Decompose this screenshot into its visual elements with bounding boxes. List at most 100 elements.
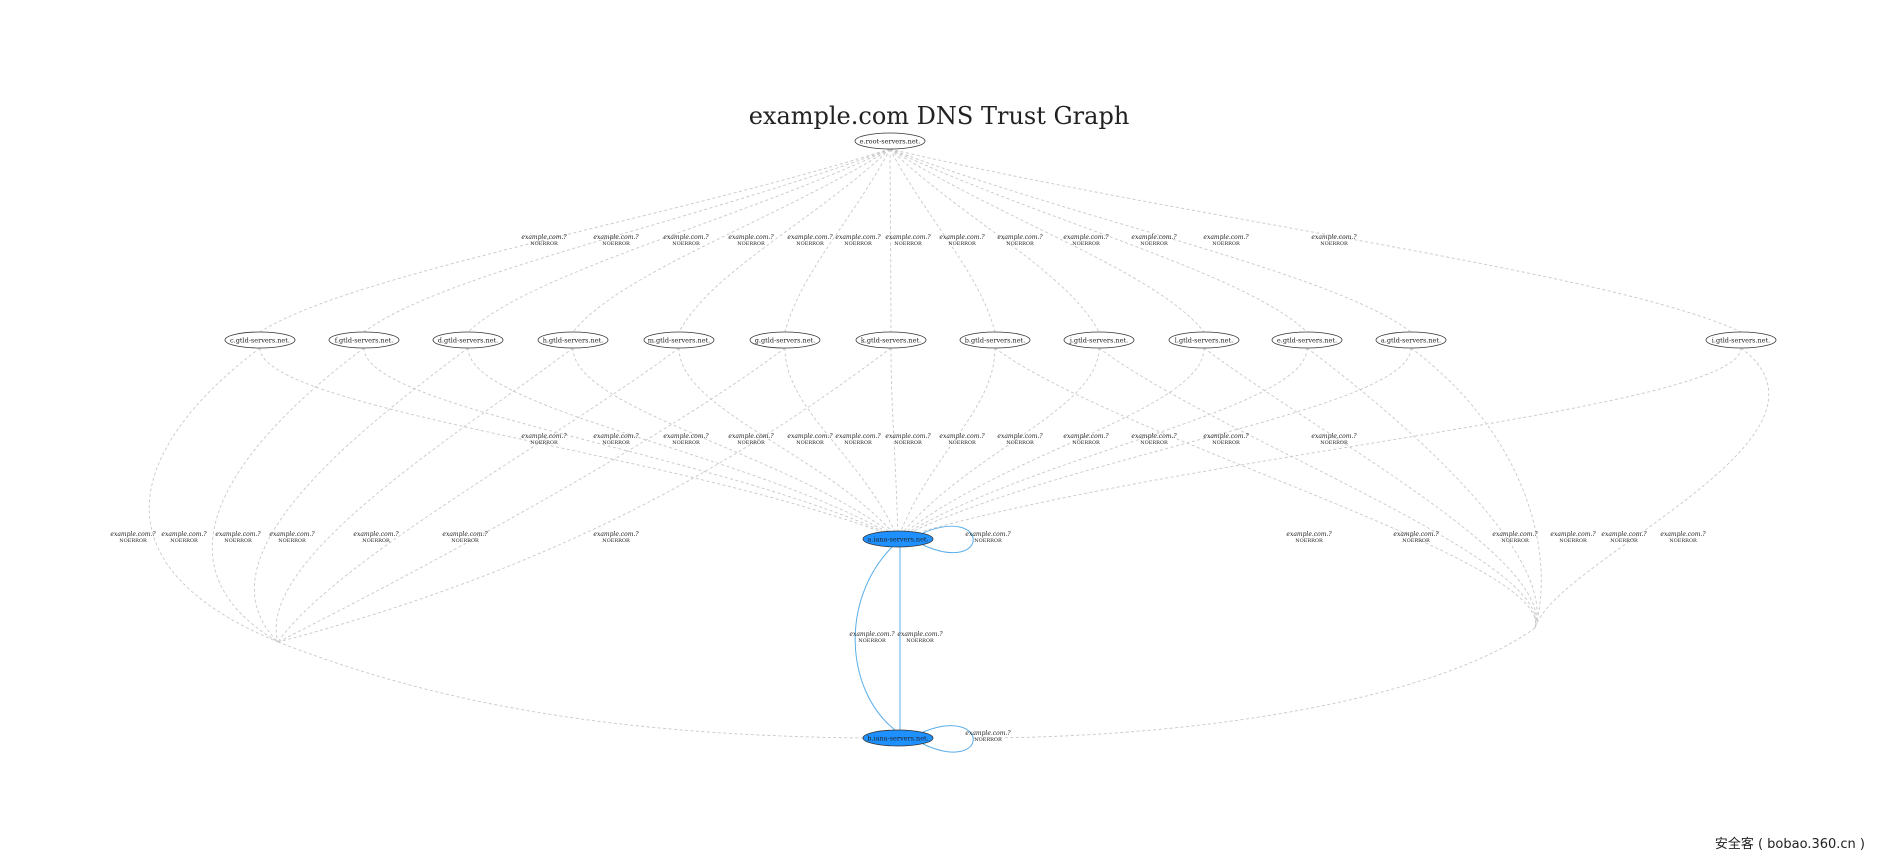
edge-label-query: example.com.? — [1660, 531, 1706, 538]
edge-label-rcode: NOERROR — [1140, 440, 1168, 446]
edge-label-g-iana-a: example.com.?NOERROR — [835, 433, 881, 446]
node-root: e.root-servers.net. — [854, 132, 926, 150]
edge-label-rcode: NOERROR — [974, 538, 1002, 544]
node-gtld-f: f.gtld-servers.net. — [328, 331, 400, 349]
edge-label-query: example.com.? — [1063, 234, 1109, 241]
node-label: i.gtld-servers.net. — [1712, 336, 1770, 344]
edge-label-low-2: example.com.?NOERROR — [215, 531, 261, 544]
edge-label-rcode: NOERROR — [737, 241, 765, 247]
edge-right-to-iana-b-3 — [1306, 347, 1538, 629]
node-label: b.gtld-servers.net. — [965, 336, 1025, 344]
edge-label-root-d: example.com.?NOERROR — [663, 234, 709, 247]
edge-label-d-iana-a: example.com.?NOERROR — [663, 433, 709, 446]
node-ellipse — [855, 331, 927, 349]
edge-root-to-f — [363, 148, 891, 333]
edge-label-iana-a-to-b: example.com.?NOERROR — [897, 631, 943, 644]
edge-label-rcode: NOERROR — [362, 538, 390, 544]
edge-root-to-a — [889, 148, 1412, 333]
edge-label-query: example.com.? — [1311, 433, 1357, 440]
edge-right-to-iana-b-5 — [1534, 347, 1770, 629]
edge-label-query: example.com.? — [353, 531, 399, 538]
edge-label-root-i: example.com.?NOERROR — [1311, 234, 1357, 247]
edge-root-to-j — [889, 148, 1100, 333]
edge-m-to-iana-a — [678, 347, 892, 532]
edge-label-query: example.com.? — [1492, 531, 1538, 538]
edge-label-root-l: example.com.?NOERROR — [1063, 234, 1109, 247]
edge-label-query: example.com.? — [593, 433, 639, 440]
edge-label-query: example.com.? — [728, 234, 774, 241]
node-gtld-k: k.gtld-servers.net. — [855, 331, 927, 349]
edge-label-query: example.com.? — [1131, 433, 1177, 440]
node-ellipse — [854, 132, 926, 150]
edge-label-rcode: NOERROR — [1320, 241, 1348, 247]
edge-label-low-1: example.com.?NOERROR — [161, 531, 207, 544]
edge-label-iana-b-to-a: example.com.?NOERROR — [849, 631, 895, 644]
node-label: c.gtld-servers.net. — [230, 336, 290, 344]
edge-j-to-iana-a — [903, 347, 1100, 532]
edge-label-h-iana-a: example.com.?NOERROR — [728, 433, 774, 446]
edge-label-e-iana-a: example.com.?NOERROR — [1131, 433, 1177, 446]
edge-label-rcode: NOERROR — [672, 241, 700, 247]
edge-label-low-11: example.com.?NOERROR — [1601, 531, 1647, 544]
edge-label-query: example.com.? — [849, 631, 895, 638]
edge-label-query: example.com.? — [835, 234, 881, 241]
edge-label-root-b: example.com.?NOERROR — [939, 234, 985, 247]
edge-label-low-10: example.com.?NOERROR — [1550, 531, 1596, 544]
edge-label-rcode: NOERROR — [451, 538, 479, 544]
edge-label-rcode: NOERROR — [1072, 241, 1100, 247]
edge-label-rcode: NOERROR — [1320, 440, 1348, 446]
edge-label-query: example.com.? — [215, 531, 261, 538]
edge-label-rcode: NOERROR — [844, 440, 872, 446]
edge-root-to-c — [259, 148, 891, 333]
edge-iana-b-self-loop — [922, 725, 974, 753]
node-ellipse — [1063, 331, 1135, 349]
edge-label-query: example.com.? — [939, 433, 985, 440]
edge-label-query: example.com.? — [997, 433, 1043, 440]
edge-right-to-iana-b-2 — [1203, 347, 1537, 629]
edge-label-rcode: NOERROR — [796, 440, 824, 446]
edge-label-rcode: NOERROR — [894, 241, 922, 247]
node-gtld-m: m.gtld-servers.net. — [643, 331, 715, 349]
edge-label-query: example.com.? — [593, 531, 639, 538]
node-gtld-e: e.gtld-servers.net. — [1271, 331, 1343, 349]
node-gtld-h: h.gtld-servers.net. — [537, 331, 609, 349]
edge-c-to-iana-a — [259, 347, 880, 532]
node-layer: e.root-servers.net. c.gtld-servers.net. f.… — [224, 132, 1777, 747]
edge-label-low-7: example.com.?NOERROR — [1286, 531, 1332, 544]
node-ellipse — [1168, 331, 1240, 349]
edge-label-query: example.com.? — [521, 433, 567, 440]
node-label: j.gtld-servers.net. — [1069, 336, 1128, 344]
edge-label-j-iana-a: example.com.?NOERROR — [997, 433, 1043, 446]
edge-label-rcode: NOERROR — [737, 440, 765, 446]
edge-label-query: example.com.? — [1131, 234, 1177, 241]
edge-label-query: example.com.? — [885, 433, 931, 440]
edge-label-rcode: NOERROR — [1402, 538, 1430, 544]
edge-label-query: example.com.? — [897, 631, 943, 638]
node-iana-b: b.iana-servers.net. — [862, 729, 934, 747]
edge-label-query: example.com.? — [442, 531, 488, 538]
edge-label-rcode: NOERROR — [672, 440, 700, 446]
edge-label-low-9: example.com.?NOERROR — [1492, 531, 1538, 544]
edge-label-low-0: example.com.?NOERROR — [110, 531, 156, 544]
edge-iana-a-self-loop — [922, 525, 974, 554]
edge-label-rcode: NOERROR — [948, 440, 976, 446]
edge-label-root-j: example.com.?NOERROR — [997, 234, 1043, 247]
node-ellipse — [432, 331, 504, 349]
node-ellipse — [959, 331, 1031, 349]
node-label: m.gtld-servers.net. — [648, 336, 710, 344]
node-gtld-b: b.gtld-servers.net. — [959, 331, 1031, 349]
edge-label-rcode: NOERROR — [1559, 538, 1587, 544]
edge-label-b-iana-a: example.com.?NOERROR — [939, 433, 985, 446]
edge-left-to-iana-b-3 — [275, 347, 574, 643]
edge-label-query: example.com.? — [835, 433, 881, 440]
edge-label-rcode: NOERROR — [530, 440, 558, 446]
edge-label-rcode: NOERROR — [1295, 538, 1323, 544]
edge-label-low-4: example.com.?NOERROR — [353, 531, 399, 544]
edge-label-iana-a-self: example.com.?NOERROR — [965, 531, 1011, 544]
node-gtld-c: c.gtld-servers.net. — [224, 331, 296, 349]
edge-label-query: example.com.? — [1063, 433, 1109, 440]
edge-label-query: example.com.? — [521, 234, 567, 241]
edge-label-query: example.com.? — [161, 531, 207, 538]
edge-label-rcode: NOERROR — [1212, 440, 1240, 446]
edge-label-query: example.com.? — [269, 531, 315, 538]
